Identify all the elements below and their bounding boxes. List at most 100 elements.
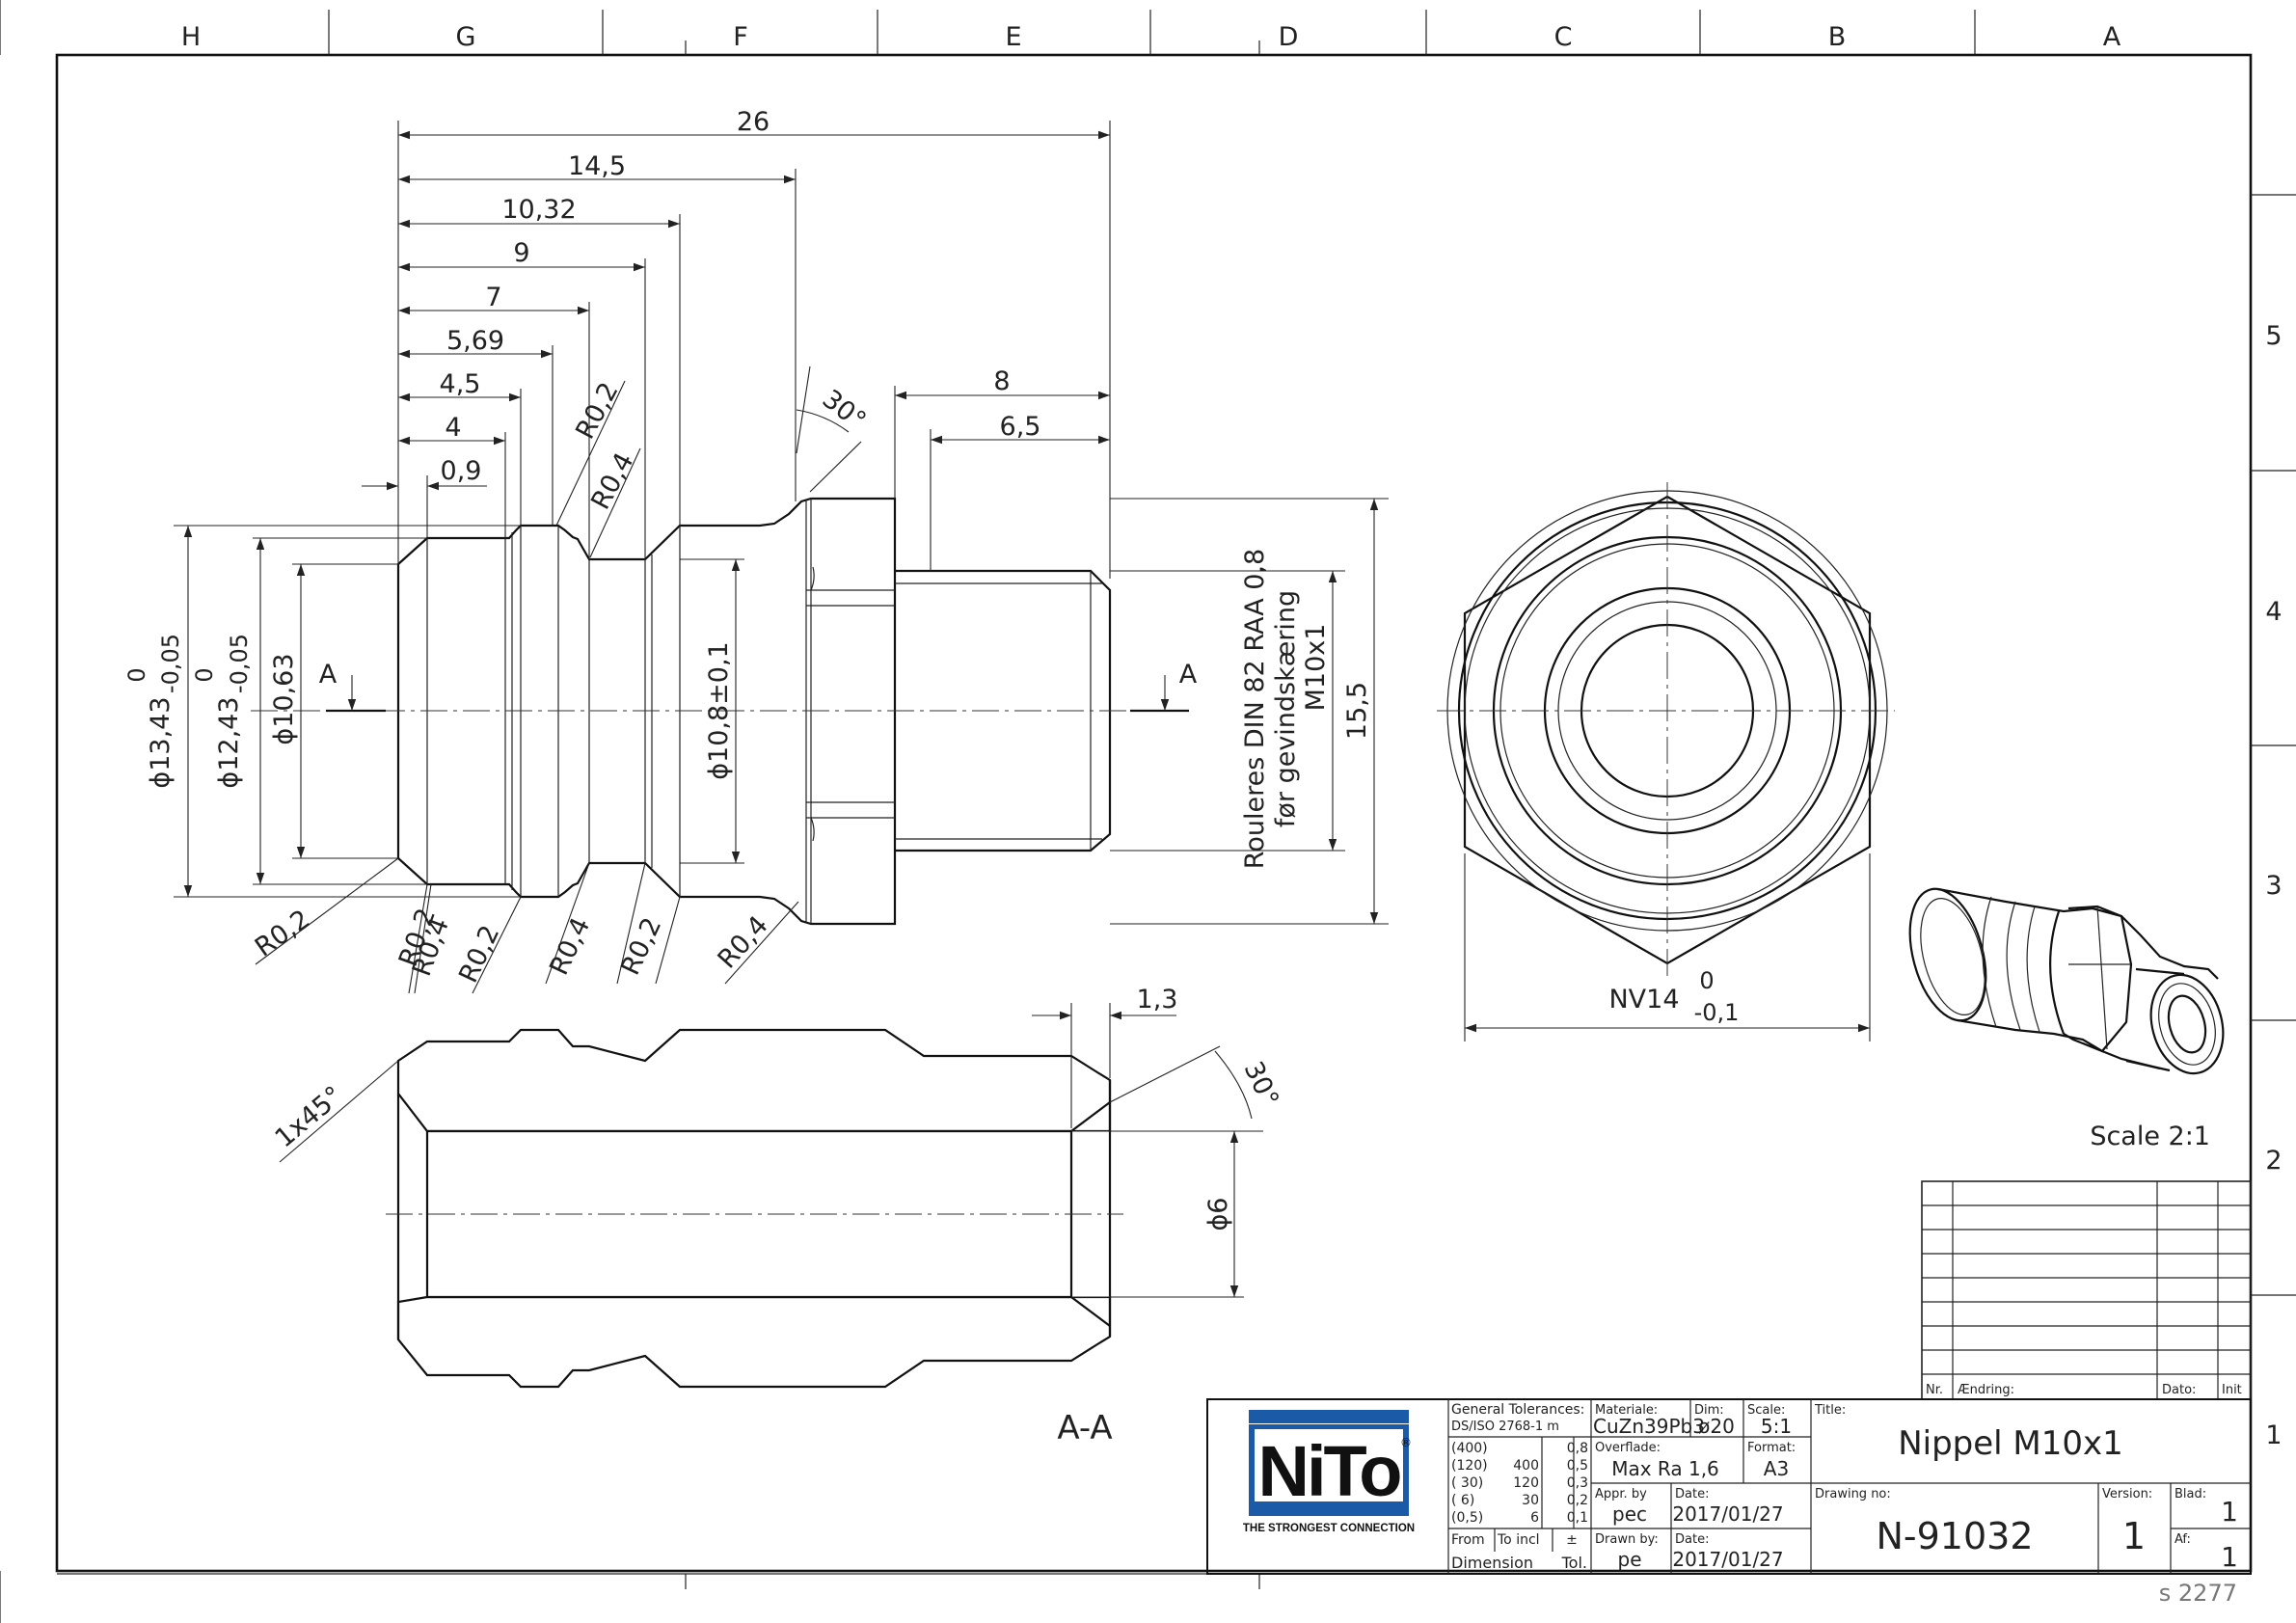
sheet-code: s 2277: [2159, 1580, 2237, 1607]
gen-tol-std: DS/ISO 2768-1 m: [1451, 1420, 1559, 1434]
dia-13-43: ϕ13,43: [146, 696, 176, 788]
dim-10-32: 10,32: [501, 195, 576, 225]
tol-row-4-c: 0,2: [1567, 1493, 1588, 1508]
logo-tagline: THE STRONGEST CONNECTION: [1243, 1523, 1415, 1534]
isometric-view: [1908, 887, 2225, 1075]
tol-row-2-b: 400: [1513, 1458, 1539, 1474]
row-label-5: 5: [2265, 321, 2282, 351]
rev-nr-header: Nr.: [1926, 1383, 1943, 1397]
end-view: NV14 0 -0,1: [1437, 482, 1895, 1041]
tol-row-5-a: (0,5): [1451, 1510, 1483, 1526]
revision-table: Nr. Ændring: Dato: Init: [1921, 1180, 2252, 1400]
dia-13-43-tol-up: 0: [123, 667, 150, 682]
to-incl-label: To incl: [1497, 1532, 1540, 1548]
scale-value: 5:1: [1761, 1415, 1792, 1438]
angle-30-top: 30°: [817, 384, 872, 436]
chamfer-1x45: 1x45°: [270, 1081, 349, 1154]
radius-top-r0-4: R0,4: [585, 447, 639, 514]
dim-6-5: 6,5: [1000, 412, 1041, 442]
height-15-5: 15,5: [1342, 682, 1372, 740]
section-marks: A A: [319, 660, 1198, 713]
nv14-tol-up: 0: [1699, 967, 1714, 994]
radius-bottom-5: R0,4: [544, 913, 596, 980]
version-label: Version:: [2102, 1487, 2152, 1501]
tol-row-4-a: ( 6): [1451, 1493, 1474, 1508]
col-label-h: H: [181, 22, 201, 52]
dim-9: 9: [513, 238, 529, 268]
appr-date-label: Date:: [1675, 1487, 1709, 1501]
col-label-b: B: [1828, 22, 1847, 52]
drawing-no-label: Drawing no:: [1815, 1487, 1891, 1501]
nito-logo: NiTo ® THE STRONGEST CONNECTION: [1243, 1410, 1415, 1534]
col-label-e: E: [1005, 22, 1021, 52]
drawn-value: pe: [1618, 1548, 1642, 1571]
appr-value: pec: [1612, 1502, 1647, 1526]
tol-row-3-c: 0,3: [1567, 1475, 1588, 1491]
radius-top-r0-2: R0,2: [570, 377, 624, 444]
col-label-c: C: [1554, 22, 1573, 52]
drawing-number: N-91032: [1876, 1515, 2033, 1557]
logo-text: NiTo: [1258, 1431, 1401, 1511]
rev-date-header: Dato:: [2162, 1383, 2196, 1397]
from-label: From: [1451, 1532, 1485, 1548]
tol-row-1-c: 0,8: [1567, 1441, 1588, 1456]
dim-value: ø20: [1698, 1415, 1735, 1438]
tol-row-3-a: ( 30): [1451, 1475, 1483, 1491]
row-label-4: 4: [2265, 597, 2282, 627]
drawn-date-label: Date:: [1675, 1532, 1709, 1547]
dia-12-43-tol-low: -0,05: [226, 634, 253, 693]
thread-note-line2: før gevindskæring: [1271, 590, 1301, 827]
dim-4: 4: [445, 413, 461, 443]
drawn-label: Drawn by:: [1595, 1532, 1659, 1547]
radius-bottom-4: R0,2: [453, 921, 505, 987]
format-value: A3: [1764, 1457, 1789, 1480]
row-label-2: 2: [2265, 1146, 2282, 1176]
top-dimensions: 26 14,5 10,32 9 7 5,69 4,5 4 0,9 8 6,5 3…: [362, 107, 1111, 579]
title-label: Title:: [1814, 1403, 1846, 1418]
col-label-a: A: [2103, 22, 2121, 52]
scale-label: Scale 2:1: [2090, 1122, 2210, 1151]
dim-label: Dim:: [1694, 1403, 1724, 1418]
nv14-tol-low: -0,1: [1694, 999, 1740, 1026]
rev-change-header: Ændring:: [1958, 1383, 2014, 1397]
tol-label: Tol.: [1561, 1554, 1587, 1572]
dim-7: 7: [485, 283, 501, 312]
dim-8: 8: [993, 366, 1010, 396]
section-name: A-A: [1057, 1409, 1112, 1447]
thread-note-line3: M10x1: [1301, 624, 1331, 712]
dia-12-43: ϕ12,43: [214, 696, 244, 788]
dia-13-43-tol-low: -0,05: [157, 634, 184, 693]
dimension-label: Dimension: [1451, 1554, 1533, 1572]
col-label-f: F: [733, 22, 748, 52]
tol-row-1-a: (400): [1451, 1441, 1488, 1456]
tol-row-2-c: 0,5: [1567, 1458, 1588, 1474]
side-view: [251, 497, 1186, 926]
material-label: Materiale:: [1595, 1403, 1658, 1418]
section-angle-30: 30°: [1238, 1057, 1284, 1111]
diameter-dimensions: ϕ13,43 0 -0,05 ϕ12,43 0 -0,05 ϕ10,63 ϕ10…: [123, 498, 1389, 925]
nv14-label: NV14: [1608, 985, 1679, 1014]
section-mark-right: A: [1179, 660, 1198, 690]
dim-4-5: 4,5: [440, 369, 481, 399]
appr-label: Appr. by: [1595, 1487, 1647, 1501]
row-label-3: 3: [2265, 871, 2282, 901]
material-value: CuZn39Pb3: [1593, 1415, 1705, 1438]
tol-row-3-b: 120: [1513, 1475, 1539, 1491]
dia-12-43-tol-up: 0: [191, 667, 218, 682]
thread-note-line1: Rouleres DIN 82 RAA 0,8: [1240, 549, 1270, 869]
radius-bottom-7: R0,4: [713, 910, 774, 975]
logo-reg: ®: [1400, 1436, 1412, 1449]
blad-label: Blad:: [2174, 1487, 2206, 1501]
rev-init-header: Init: [2222, 1383, 2242, 1397]
appr-date-value: 2017/01/27: [1672, 1502, 1783, 1526]
scale-field-label: Scale:: [1747, 1403, 1785, 1418]
dim-5-69: 5,69: [446, 326, 504, 356]
format-label: Format:: [1747, 1441, 1796, 1455]
tol-row-5-b: 6: [1530, 1510, 1539, 1526]
dim-1-3: 1,3: [1137, 985, 1178, 1014]
pm-label: ±: [1566, 1532, 1578, 1548]
row-label-1: 1: [2265, 1420, 2282, 1450]
surface-value: Max Ra 1,6: [1611, 1457, 1719, 1480]
